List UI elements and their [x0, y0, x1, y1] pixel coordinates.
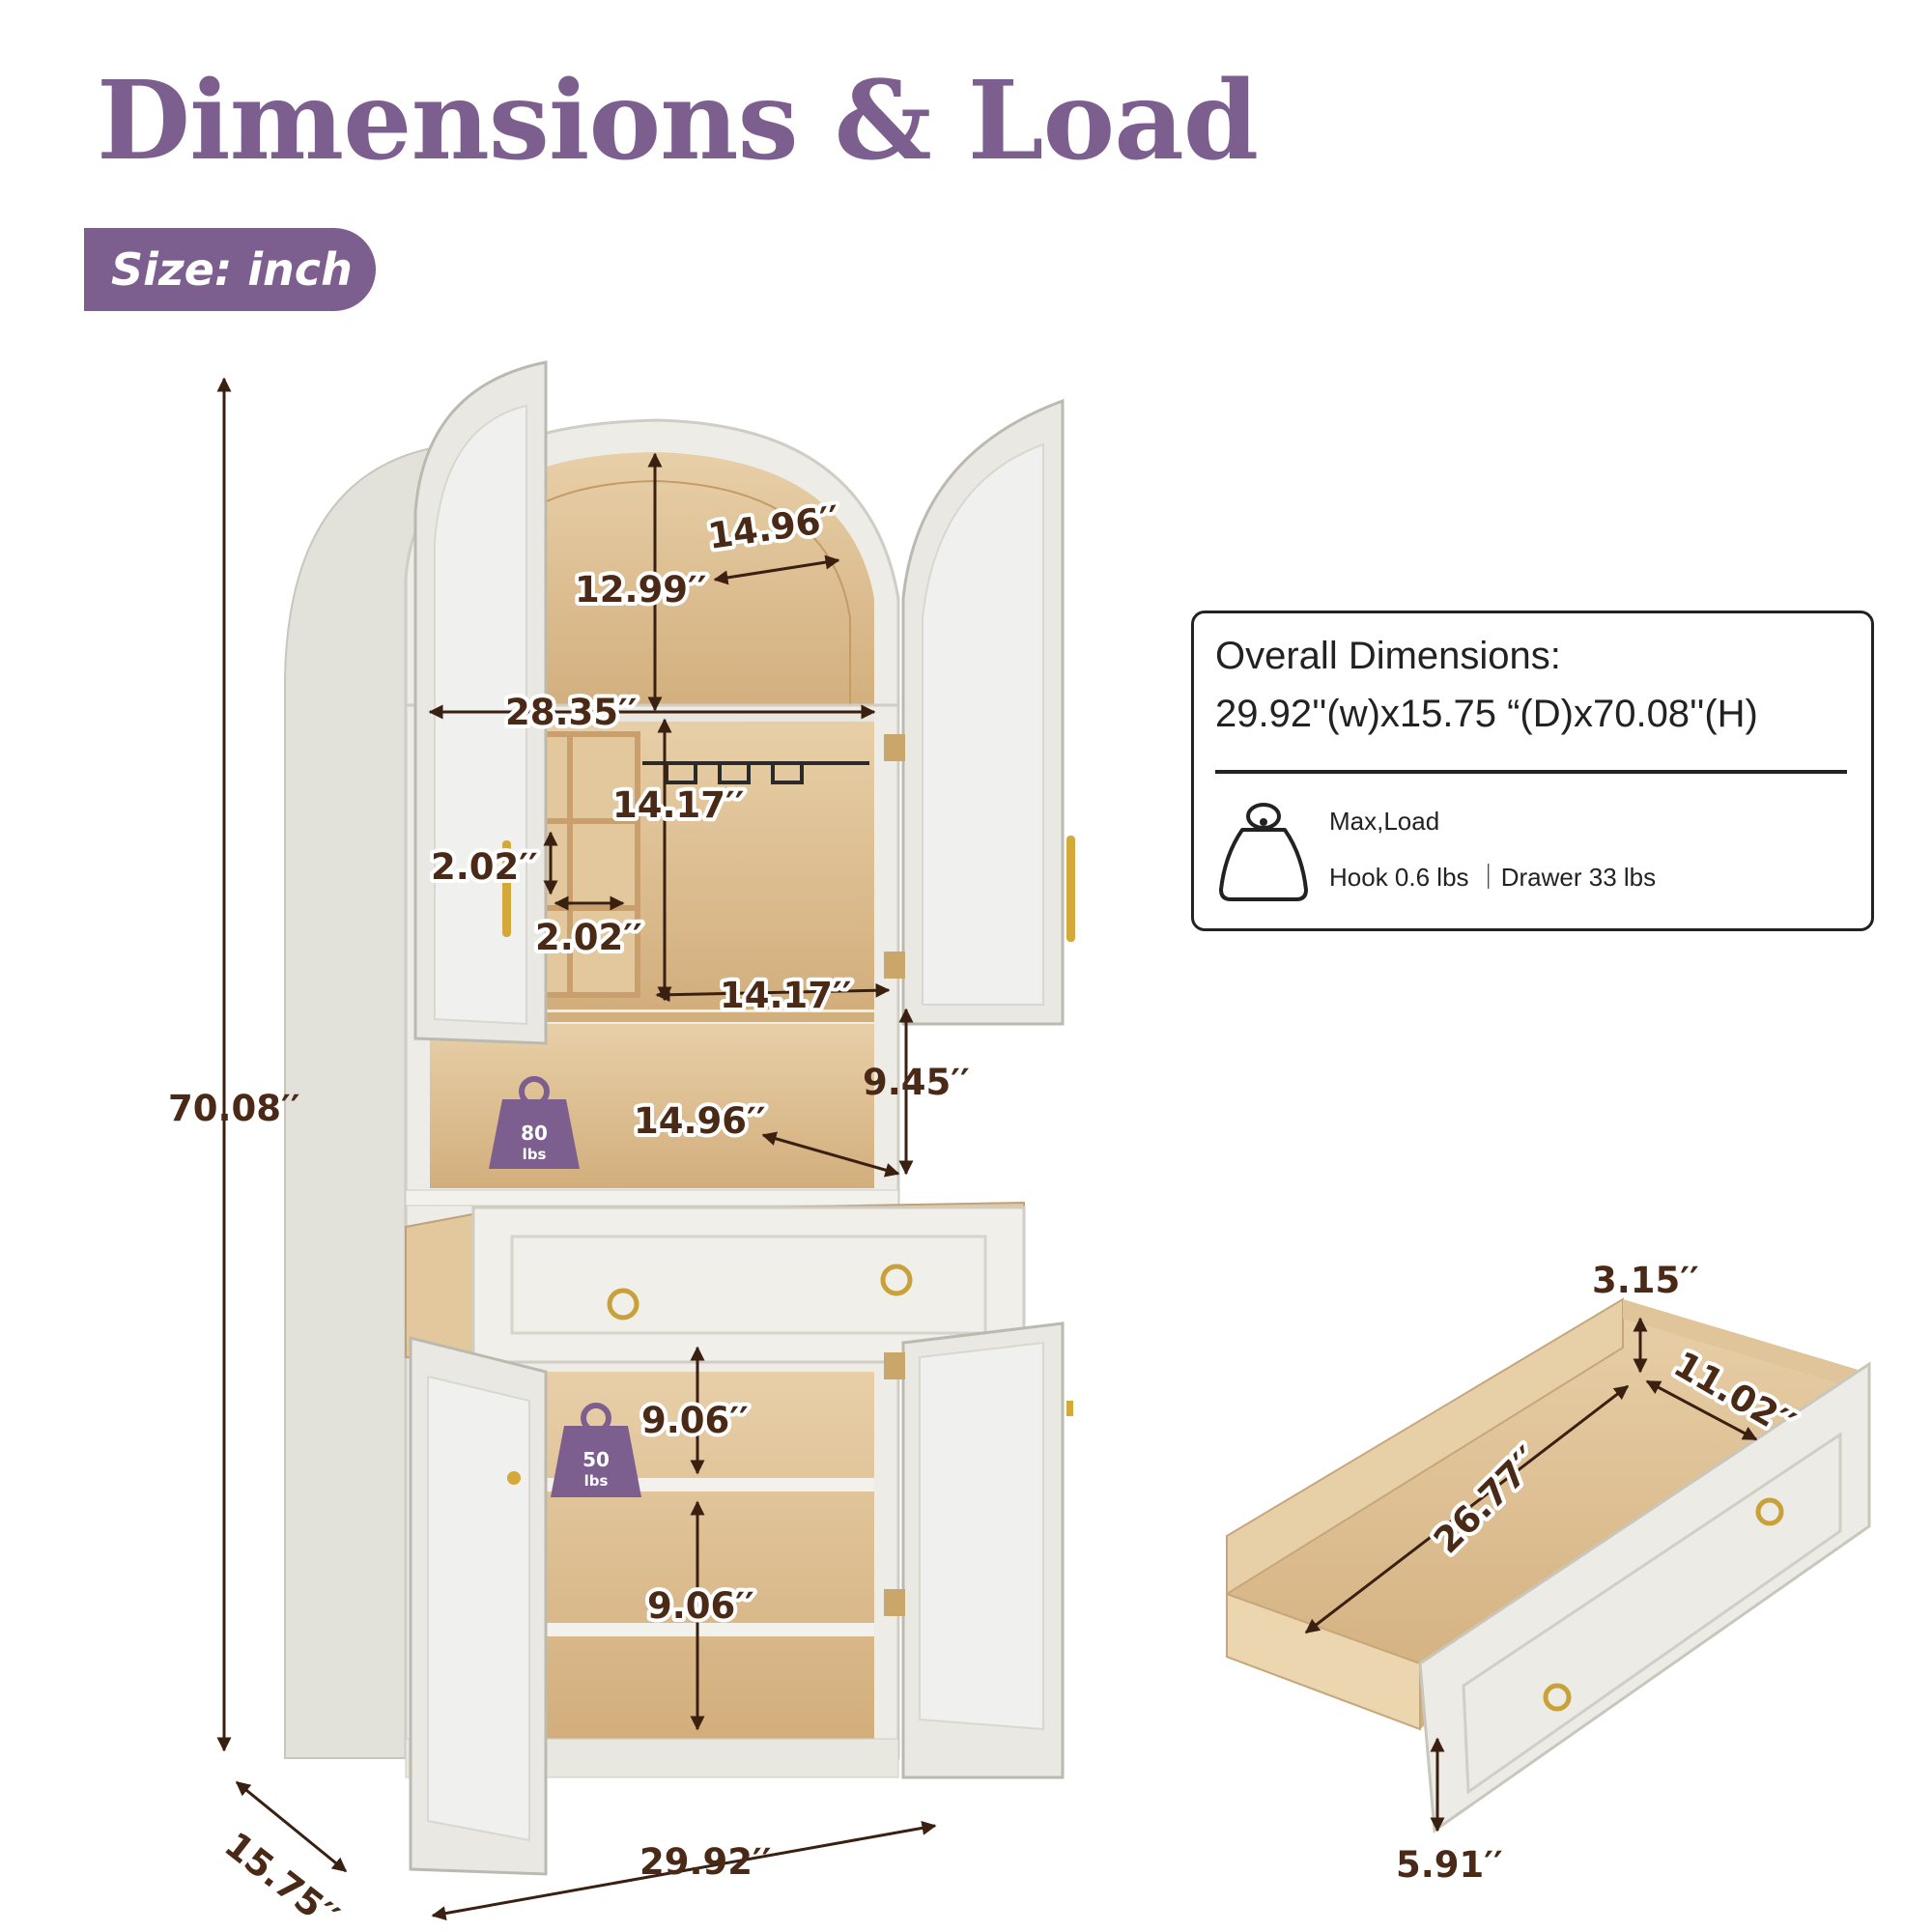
- open-shelf-height-label: 9.45′′: [863, 1062, 970, 1103]
- lower-shelf-weight-value: 50: [582, 1448, 610, 1471]
- counter-weight-badge: 80 lbs: [489, 1076, 580, 1169]
- size-unit-badge: Size: inch: [84, 228, 376, 311]
- lower-left-door: [409, 1336, 548, 1876]
- depth-arrow: [235, 1780, 348, 1873]
- upper-height-label: 14.17′′: [612, 784, 745, 826]
- inner-width-label: 28.35′′: [505, 692, 638, 733]
- max-load-label: Max,Load: [1329, 807, 1440, 836]
- arch-height-label: 12.99′′: [575, 569, 707, 611]
- drawer-inner-length-arrow: [1304, 1384, 1630, 1634]
- max-load-values: Hook 0.6 lbs ｜Drawer 33 lbs: [1329, 863, 1657, 892]
- weight-icon: [1219, 803, 1308, 901]
- total-width-label: 29.92′′: [639, 1841, 772, 1883]
- counter-weight-value: 80: [521, 1122, 548, 1145]
- overall-dimensions-heading: Overall Dimensions:: [1215, 635, 1561, 677]
- lower-shelf-height-label-2: 9.06′′: [647, 1585, 754, 1627]
- total-depth-label: 15.75′′: [216, 1824, 346, 1932]
- upper-depth-label: 14.17′′: [720, 975, 852, 1016]
- divider: [1215, 770, 1847, 774]
- lower-shelf-weight-badge: 50 lbs: [551, 1403, 641, 1497]
- lower-shelf-weight-unit: lbs: [584, 1472, 609, 1490]
- arch-width-arrow: [713, 554, 840, 585]
- upper-depth-arrow: [655, 982, 891, 1003]
- drawer-inner-width-arrow: [1645, 1379, 1758, 1441]
- lower-right-door: [884, 1321, 1073, 1779]
- upper-right-door: [884, 398, 1075, 1026]
- width-arrow: [431, 1820, 937, 1921]
- lower-shelf-height-label-1: 9.06′′: [641, 1400, 749, 1441]
- overall-dimensions-value: 29.92''(w)x15.75 “(D)x70.08''(H): [1215, 693, 1758, 735]
- overall-dimensions-box: Overall Dimensions: 29.92''(w)x15.75 “(D…: [1191, 611, 1874, 931]
- drawer-front-height-label: 5.91′′: [1396, 1844, 1503, 1886]
- cubby-width-label: 2.02′′: [535, 917, 642, 958]
- counter-weight-unit: lbs: [523, 1146, 547, 1163]
- cubby-height-label: 2.02′′: [431, 846, 538, 888]
- open-shelf-depth-label: 14.96′′: [634, 1100, 766, 1142]
- drawer-inner-height-label: 3.15′′: [1592, 1260, 1699, 1301]
- page-title: Dimensions & Load: [97, 58, 1259, 185]
- open-shelf-depth-arrow: [761, 1131, 900, 1178]
- upper-left-door: [413, 360, 548, 1045]
- drawer-illustration: [1226, 1297, 1871, 1833]
- total-height-label: 70.08′′: [168, 1088, 300, 1129]
